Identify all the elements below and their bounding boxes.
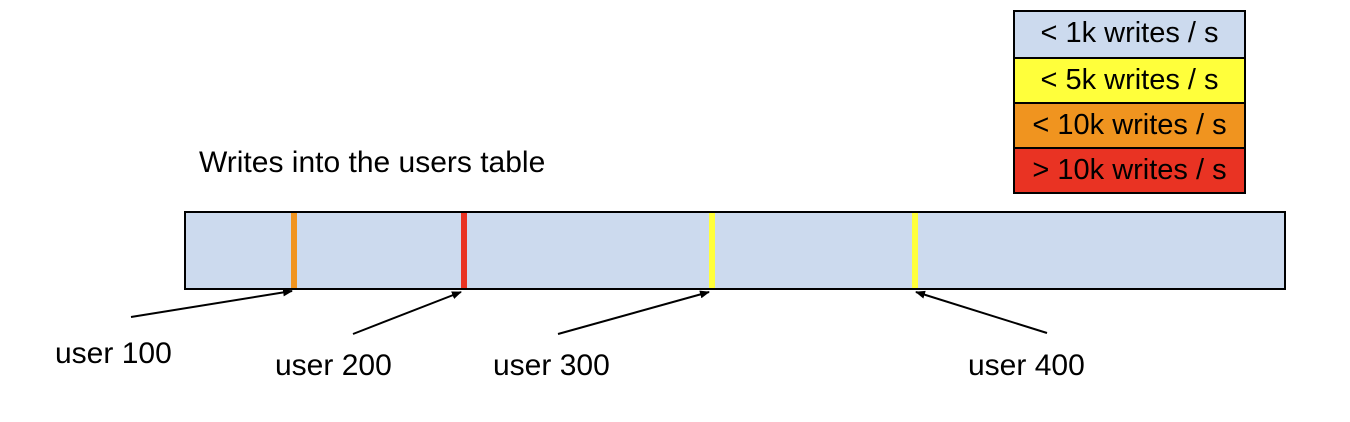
arrow-user-100	[130, 288, 293, 318]
legend-item-lt-10k: < 10k writes / s	[1015, 102, 1244, 147]
legend-item-lt-1k: < 1k writes / s	[1015, 12, 1244, 57]
hotspot-stripe-user-300	[709, 213, 715, 288]
legend-item-gt-10k: > 10k writes / s	[1015, 147, 1244, 192]
user-400-label: user 400	[968, 349, 1085, 382]
legend-item-lt-5k: < 5k writes / s	[1015, 57, 1244, 102]
hotspot-stripe-user-400	[912, 213, 918, 288]
hotspot-stripe-user-100	[291, 213, 297, 288]
user-200-label: user 200	[275, 349, 392, 382]
arrow-user-200	[352, 291, 462, 335]
hotspot-stripe-user-200	[461, 213, 467, 288]
arrow-user-400	[915, 290, 1048, 334]
user-100-label: user 100	[55, 337, 172, 370]
user-300-label: user 300	[493, 349, 610, 382]
users-table-bar	[184, 211, 1286, 290]
legend: < 1k writes / s < 5k writes / s < 10k wr…	[1013, 10, 1246, 194]
diagram-title: Writes into the users table	[199, 146, 546, 179]
arrow-user-300	[557, 290, 710, 335]
